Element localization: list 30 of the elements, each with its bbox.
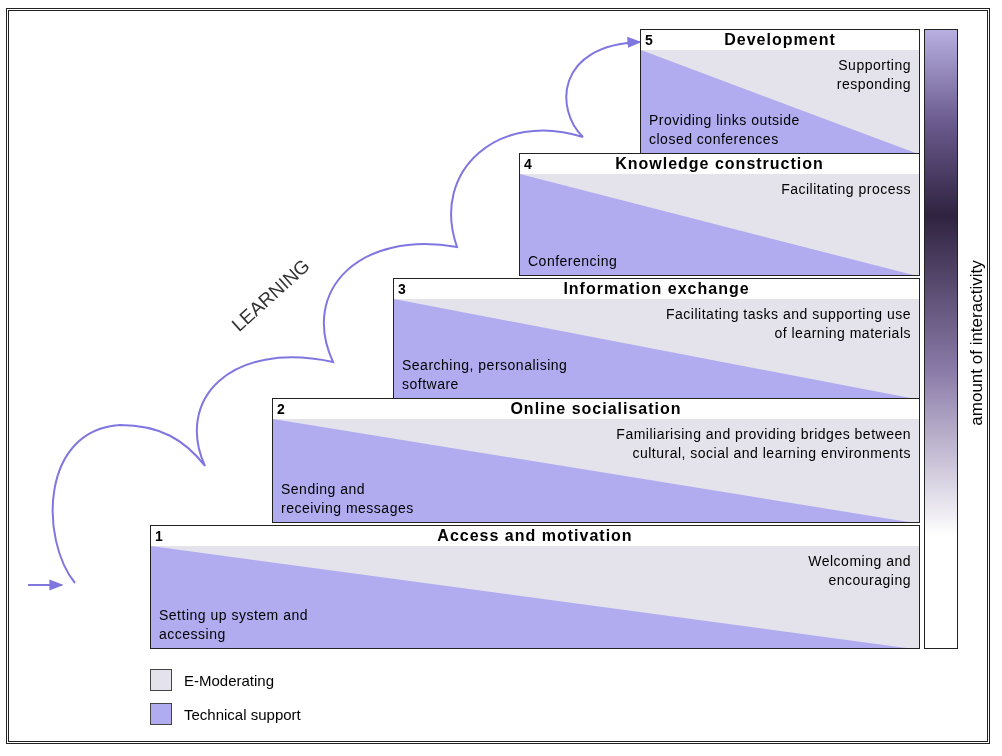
legend-text: Technical support: [184, 705, 301, 723]
moderating-text: Familiarising and providing bridges between cultural, social and learning environments: [615, 425, 911, 463]
learning-arrow: [51, 37, 642, 584]
step-number: 2: [277, 401, 285, 417]
step-box: [640, 29, 920, 154]
step-title: Online socialisation: [509, 400, 683, 418]
step-box: [150, 525, 920, 649]
support-text: Conferencing: [528, 252, 618, 271]
axis-label: amount of interactivity: [967, 259, 987, 428]
moderating-text: Welcoming and encouraging: [807, 552, 911, 590]
legend-text: E-Moderating: [184, 671, 275, 689]
moderating-text: Supporting responding: [835, 56, 911, 94]
step-number: 3: [398, 281, 406, 297]
step-number: 1: [155, 528, 163, 544]
step-title: Information exchange: [562, 280, 751, 298]
step-box: [393, 278, 920, 399]
support-text: Sending and receiving messages: [281, 480, 415, 518]
moderating-text: Facilitating process: [781, 180, 911, 199]
support-text: Providing links outside closed conferences: [649, 111, 801, 149]
step-title: Knowledge construction: [614, 155, 825, 173]
support-text: Setting up system and accessing: [159, 606, 309, 644]
step-box: [272, 398, 920, 523]
step-number: 5: [645, 32, 653, 48]
gradient-bar: [924, 29, 958, 649]
step-title: Access and motivation: [436, 527, 634, 545]
step-box: [519, 153, 920, 276]
step-title: Development: [723, 31, 837, 49]
step-number: 4: [524, 156, 532, 172]
support-text: Searching, personalising software: [402, 356, 569, 394]
moderating-text: Facilitating tasks and supporting use of learning materials: [665, 305, 911, 343]
